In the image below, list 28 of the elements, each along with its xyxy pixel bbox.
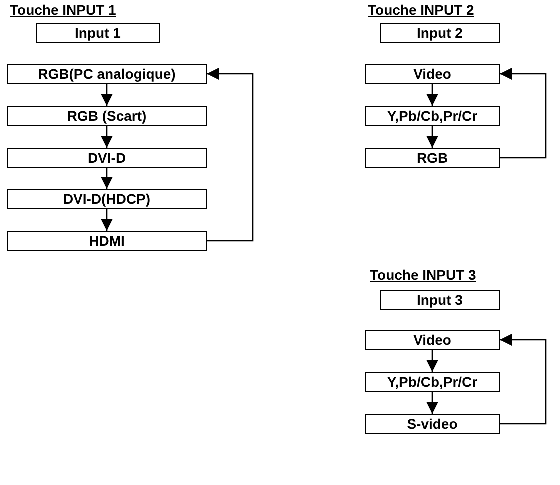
arrow [207,68,254,242]
input-box: Video [365,64,500,84]
input-box: DVI-D(HDCP) [7,189,207,209]
arrow [426,392,438,414]
input-box: DVI-D [7,148,207,168]
input-box: RGB (Scart) [7,106,207,126]
input-box: Y,Pb/Cb,Pr/Cr [365,106,500,126]
arrow [426,84,438,106]
section-heading: Touche INPUT 3 [370,268,476,282]
arrow [101,209,113,231]
input-box: HDMI [7,231,207,251]
input-box: RGB [365,148,500,168]
section-heading: Touche INPUT 1 [10,3,116,17]
section-heading: Touche INPUT 2 [368,3,474,17]
arrow [500,334,547,425]
input-box: Input 3 [380,290,500,310]
arrow [426,350,438,372]
input-box: S-video [365,414,500,434]
arrow [101,84,113,106]
input-box: Y,Pb/Cb,Pr/Cr [365,372,500,392]
input-box: Input 2 [380,23,500,43]
input-box: RGB(PC analogique) [7,64,207,84]
arrow [101,168,113,189]
input-box: Video [365,330,500,350]
arrow [101,126,113,148]
arrow [426,126,438,148]
arrow [500,68,547,159]
input-box: Input 1 [36,23,160,43]
